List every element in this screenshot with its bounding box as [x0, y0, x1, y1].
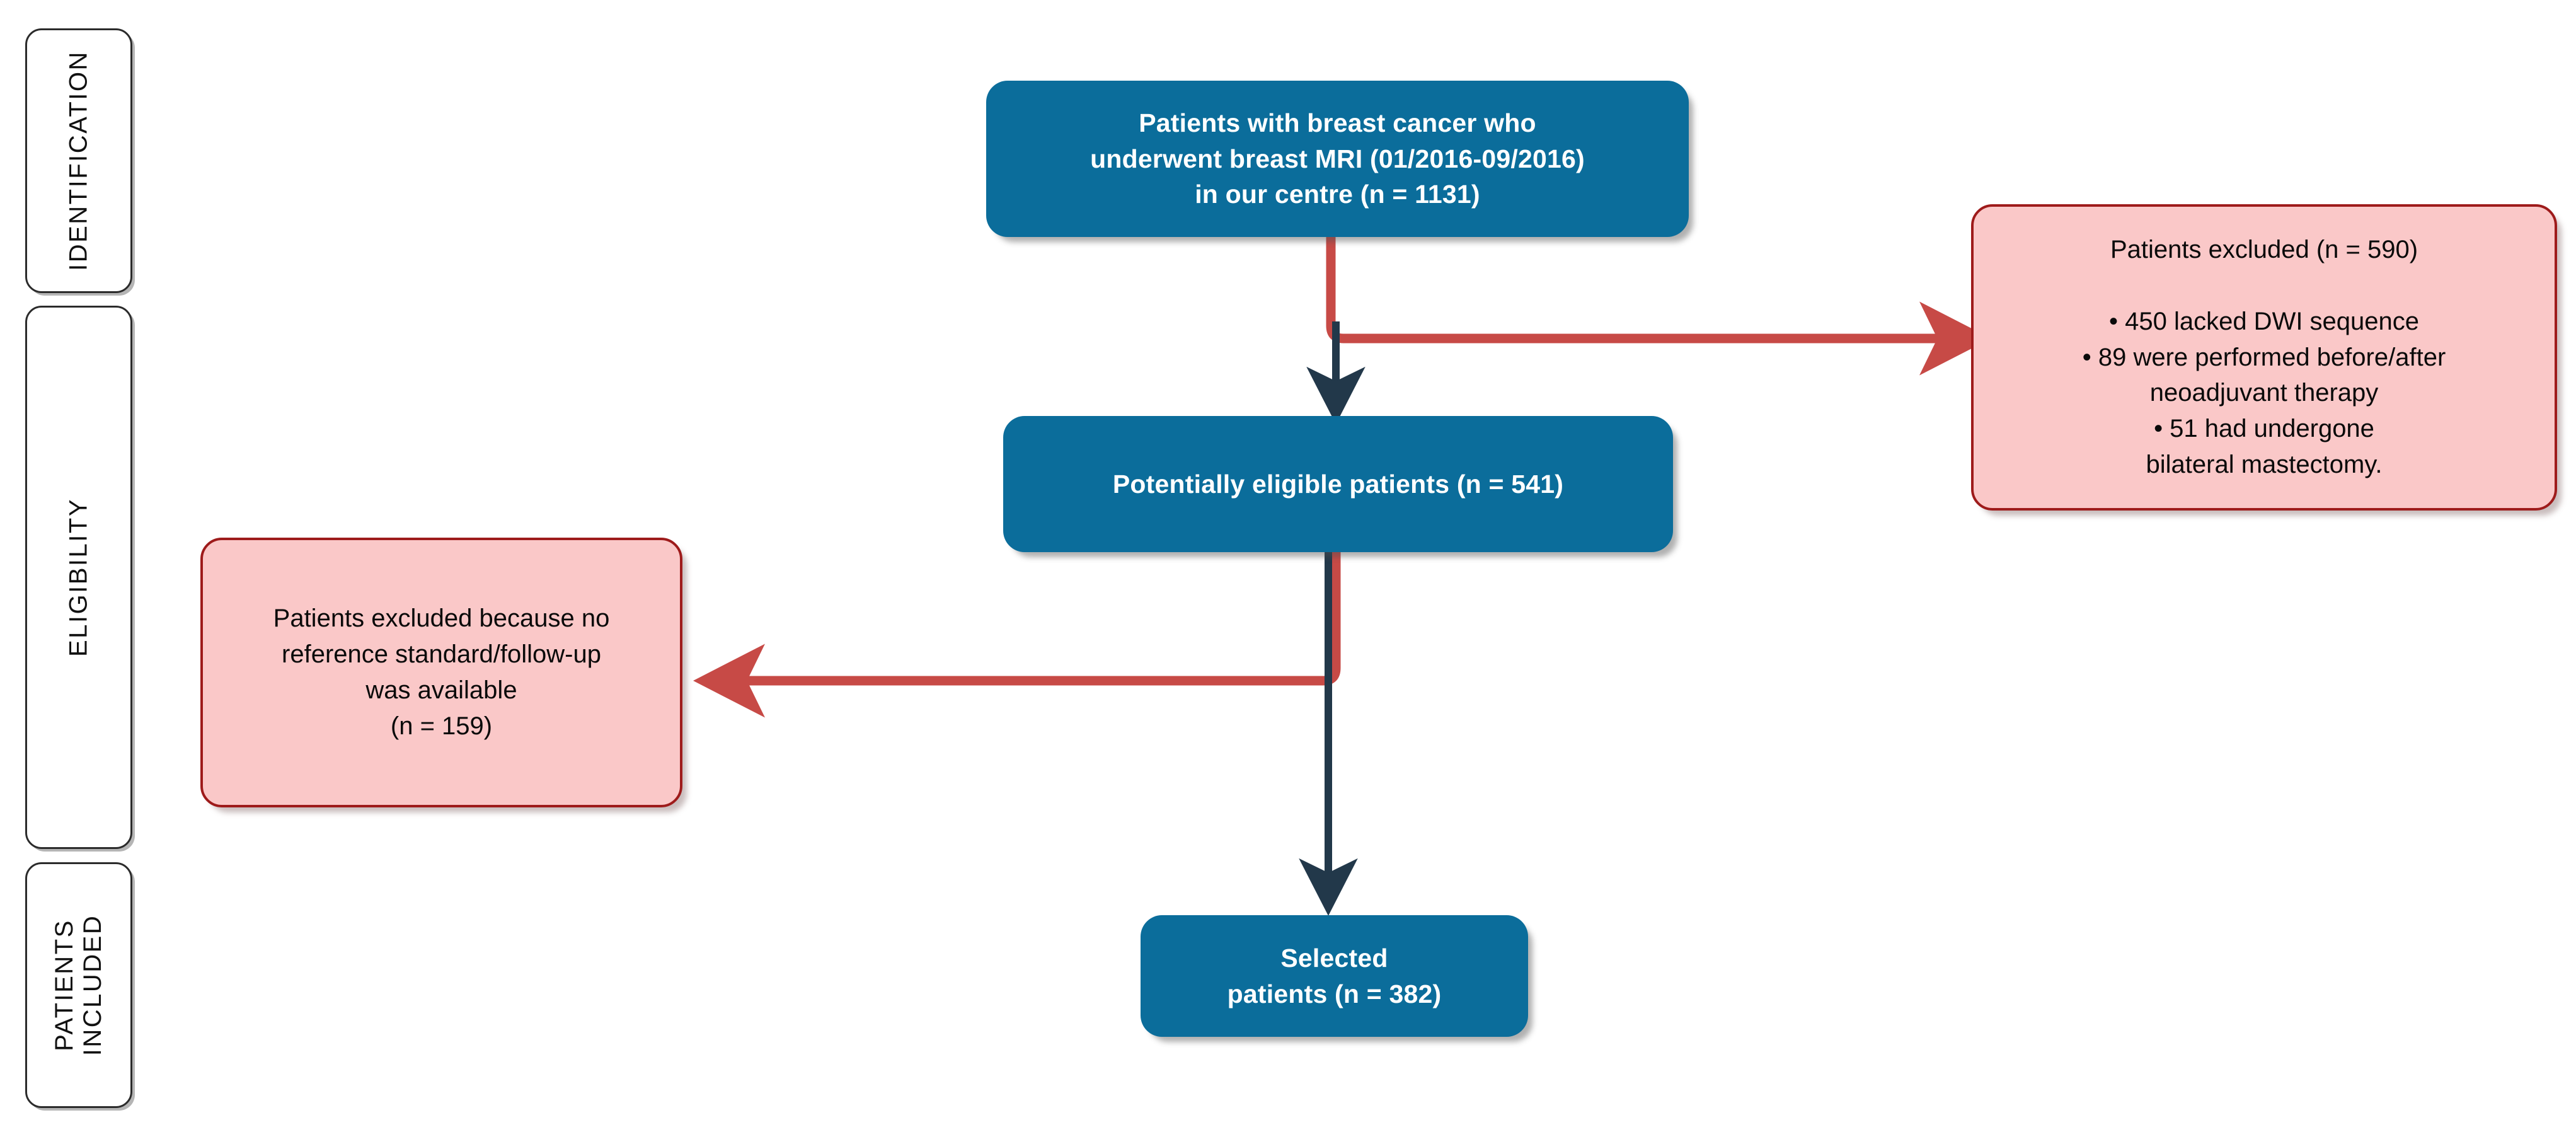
- edge-eligible-to-excluded-left: [693, 552, 1341, 718]
- phase-box-eligibility: ELIGIBILITY: [25, 306, 132, 849]
- phase-box-identification: IDENTIFICATION: [25, 28, 132, 293]
- phase-label-eligibility: ELIGIBILITY: [64, 497, 93, 657]
- node-excluded-identification[interactable]: Patients excluded (n = 590) • 450 lacked…: [1971, 204, 2557, 511]
- node-source-cohort[interactable]: Patients with breast cancer who underwen…: [986, 81, 1689, 237]
- node-excluded-eligibility-text: Patients excluded because no reference s…: [273, 604, 610, 740]
- edge-source-to-excluded-right: [1326, 236, 1992, 376]
- node-selected-patients[interactable]: Selected patients (n = 382): [1141, 915, 1528, 1037]
- node-potentially-eligible[interactable]: Potentially eligible patients (n = 541): [1003, 416, 1673, 552]
- node-potentially-eligible-text: Potentially eligible patients (n = 541): [1112, 469, 1564, 499]
- phase-label-patients-included: PATIENTS INCLUDED: [50, 914, 106, 1056]
- node-selected-patients-text: Selected patients (n = 382): [1227, 943, 1442, 1008]
- phase-box-patients-included: PATIENTS INCLUDED: [25, 862, 132, 1108]
- node-excluded-identification-text: Patients excluded (n = 590) • 450 lacked…: [2082, 236, 2446, 478]
- node-source-cohort-text: Patients with breast cancer who underwen…: [1090, 108, 1585, 209]
- node-excluded-eligibility[interactable]: Patients excluded because no reference s…: [200, 538, 682, 807]
- phase-label-identification: IDENTIFICATION: [64, 50, 93, 271]
